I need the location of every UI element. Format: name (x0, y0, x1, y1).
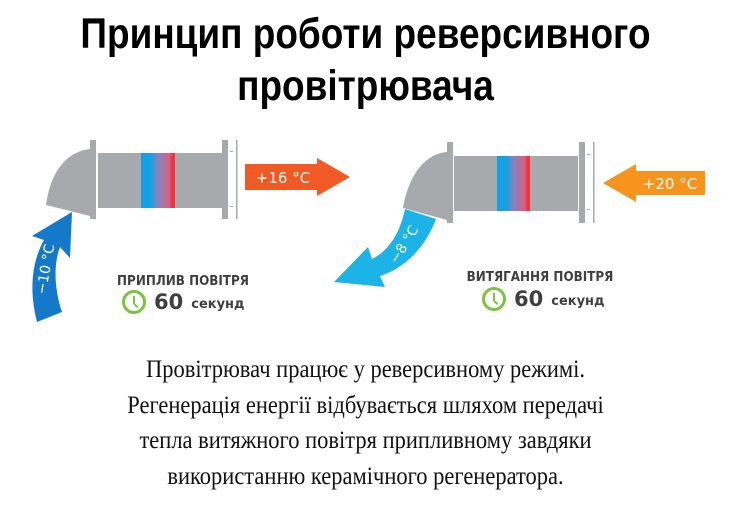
exhaust-regenerator (497, 156, 530, 211)
exhaust-outer-flange (579, 142, 585, 223)
supply-outlet-arrow: +16 °C (245, 158, 350, 196)
supply-timer: 60 секунд (122, 290, 245, 314)
exhaust-outlet-arrow: −8 °C (334, 209, 436, 287)
description: Провітрювач працює у реверсивному режимі… (0, 352, 731, 494)
supply-time-value: 60 (154, 290, 184, 314)
supply-duct (46, 140, 238, 219)
exhaust-time-value: 60 (514, 287, 544, 311)
supply-inlet-arrow: −10 °C (32, 212, 72, 322)
supply-time-unit: секунд (191, 296, 245, 312)
supply-outlet-temp: +16 °C (256, 169, 310, 187)
exhaust-inlet-temp: +20 °C (643, 175, 697, 193)
description-line: використанню керамічного регенератора. (167, 462, 564, 490)
exhaust-inner-flange (447, 142, 453, 223)
exhaust-timer: 60 секунд (482, 287, 605, 311)
description-line: Регенерація енергії відбувається шляхом … (127, 391, 604, 419)
supply-regenerator (141, 153, 175, 208)
description-line: тепла витяжного повітря припливному завд… (139, 427, 592, 454)
exhaust-wall-line (593, 142, 595, 223)
title-line-2: провітрювача (237, 62, 494, 110)
exhaust-label: ВИТЯГАННЯ ПОВІТРЯ (466, 270, 614, 285)
supply-outer-flange (222, 140, 228, 219)
supply-inner-flange (90, 140, 96, 219)
supply-label: ПРИПЛИВ ПОВІТРЯ (117, 274, 249, 289)
exhaust-inlet-arrow: +20 °C (603, 164, 705, 202)
supply-hood (46, 149, 90, 216)
supply-wall-line (236, 140, 238, 219)
exhaust-hood (403, 152, 447, 220)
exhaust-duct (403, 142, 595, 223)
description-line: Провітрювач працює у реверсивному режимі… (146, 356, 585, 383)
title-line-1: Принцип роботи реверсивного (80, 10, 651, 58)
clock-icon (122, 290, 146, 314)
clock-icon (482, 287, 506, 311)
page-title: Принцип роботи реверсивного провітрювача (51, 8, 680, 112)
exhaust-time-unit: секунд (551, 293, 605, 309)
